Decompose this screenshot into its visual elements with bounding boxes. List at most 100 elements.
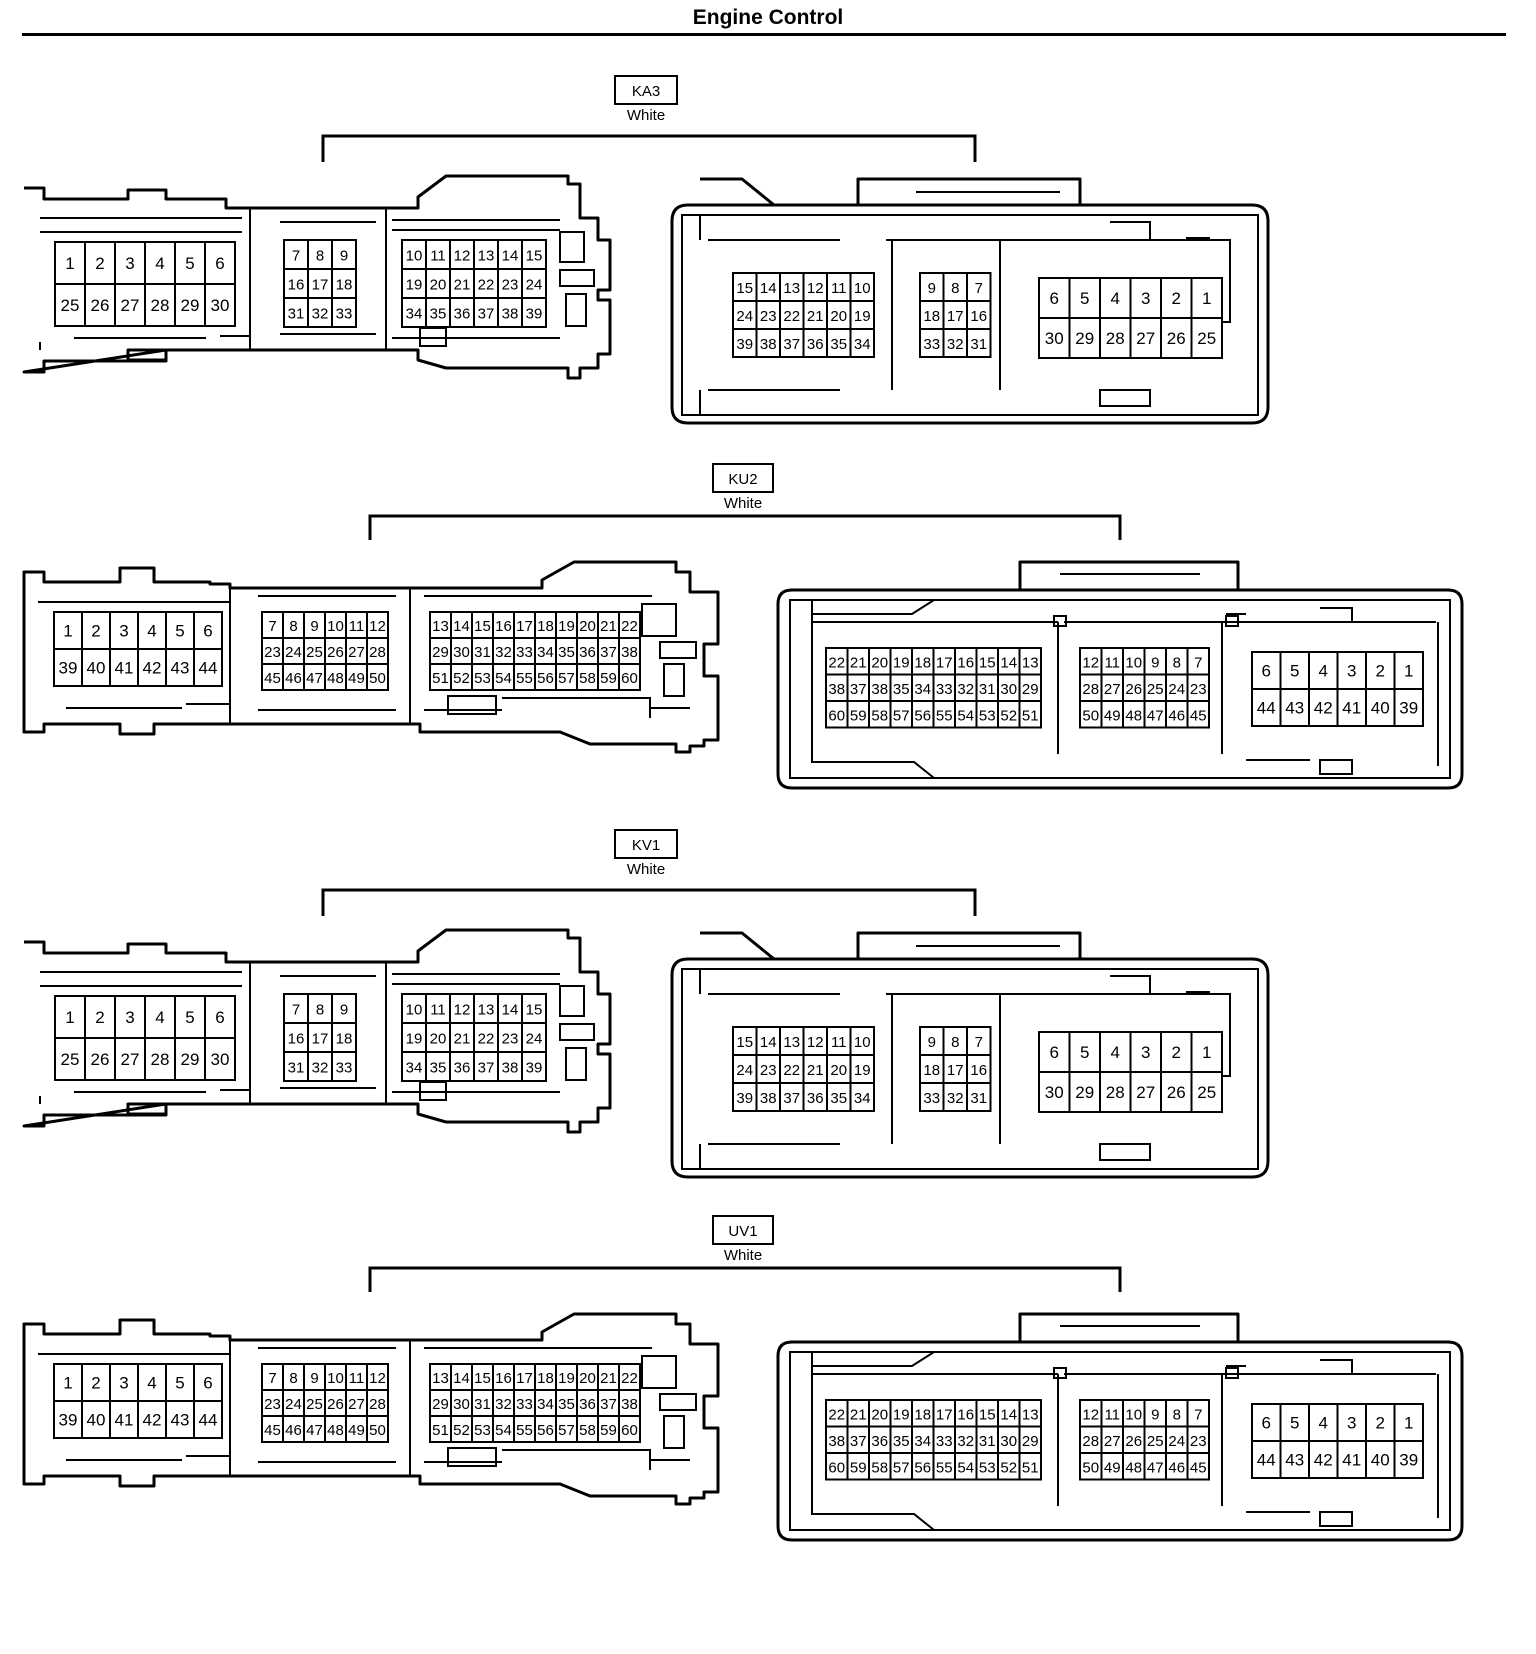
terminal-cell [144,241,176,285]
terminal-number: 60 [828,707,845,724]
terminal-number: 13 [432,618,449,635]
terminal-cell [331,268,357,299]
terminal-number: 9 [310,1370,318,1387]
terminal-cell [193,1363,223,1402]
terminal-number: 51 [1022,1459,1039,1476]
terminal-number: 7 [292,1002,300,1019]
terminal-number: 57 [558,670,575,687]
terminal-cell [204,241,236,285]
terminal-cell [331,1022,357,1053]
terminal-cell [401,1022,427,1053]
terminal-cell [1393,1403,1424,1442]
terminal-number: 51 [1022,707,1039,724]
terminal-number: 34 [854,336,871,353]
terminal-number: 15 [736,280,753,297]
terminal-number: 20 [830,1062,847,1079]
terminal-number: 5 [185,1008,194,1027]
terminal-number: 34 [406,1060,423,1077]
terminal-cell [1279,688,1310,727]
terminal-number: 1 [1202,1043,1211,1062]
terminal-cell [165,648,195,687]
terminal-number: 23 [760,308,777,325]
connector-color-label: White [723,1247,763,1264]
terminal-number: 6 [1262,1414,1271,1433]
terminal-number: 53 [474,1422,491,1439]
terminal-number: 30 [211,1050,230,1069]
terminal-number: 28 [1082,1433,1099,1450]
terminal-number: 11 [1104,1406,1120,1423]
terminal-number: 17 [516,1370,533,1387]
terminal-number: 11 [349,618,365,635]
terminal-number: 21 [454,1031,471,1048]
terminal-cell [521,1051,547,1082]
terminal-cell [174,1037,206,1081]
terminal-number: 3 [1347,1414,1356,1433]
terminal-number: 16 [957,1406,974,1423]
terminal-number: 37 [850,681,867,698]
terminal-number: 21 [600,1370,617,1387]
terminal-number: 36 [871,1433,888,1450]
terminal-number: 10 [406,1002,423,1019]
terminal-number: 27 [1104,1433,1121,1450]
female-housing-detail [38,588,697,724]
terminal-number: 7 [1194,654,1202,671]
terminal-number: 22 [828,1406,845,1423]
terminal-cell [1190,1071,1223,1113]
terminal-cell [473,297,499,328]
terminal-cell [618,663,641,691]
terminal-number: 2 [91,622,100,641]
terminal-cell [1393,651,1424,690]
terminal-number: 4 [1319,662,1328,681]
terminal-number: 43 [171,1411,190,1430]
terminal-number: 3 [125,1008,134,1027]
terminal-number: 36 [579,1396,596,1413]
terminal-number: 5 [175,622,184,641]
terminal-number: 54 [495,1422,512,1439]
terminal-number: 18 [923,1062,940,1079]
terminal-number: 14 [760,280,777,297]
terminal-number: 2 [91,1374,100,1393]
terminal-number: 49 [1104,707,1121,724]
terminal-cell [137,1400,167,1439]
connector-color-label: White [626,107,666,124]
terminal-number: 31 [970,336,987,353]
terminal-number: 20 [871,654,888,671]
terminal-number: 37 [478,1060,495,1077]
terminal-cell [1393,688,1424,727]
terminal-cell [193,1400,223,1439]
terminal-number: 24 [736,1062,753,1079]
terminal-number: 42 [143,659,162,678]
terminal-number: 9 [310,618,318,635]
terminal-cell [1038,277,1071,319]
connector-code-label: UV1 [712,1215,774,1245]
terminal-number: 29 [1075,1083,1094,1102]
terminal-number: 30 [211,296,230,315]
terminal-number: 15 [474,618,491,635]
terminal-number: 9 [340,1002,348,1019]
terminal-number: 5 [1290,1414,1299,1433]
terminal-number: 17 [936,654,953,671]
terminal-number: 23 [1190,681,1207,698]
female-housing-detail [38,1340,697,1476]
terminal-number: 34 [537,1396,554,1413]
terminal-number: 6 [215,1008,224,1027]
terminal-number: 6 [1050,289,1059,308]
terminal-number: 38 [502,306,519,323]
terminal-cell [966,328,992,358]
terminal-number: 9 [1151,1406,1159,1423]
terminal-cell [53,648,83,687]
terminal-number: 53 [474,670,491,687]
terminal-number: 38 [828,1433,845,1450]
connector-color-label: White [626,861,666,878]
terminal-number: 45 [1190,1459,1207,1476]
terminal-number: 26 [1167,329,1186,348]
terminal-number: 7 [975,280,983,297]
terminal-number: 54 [495,670,512,687]
terminal-number: 44 [1257,699,1276,718]
female-housing-detail [39,208,595,350]
terminal-number: 27 [121,1050,140,1069]
terminal-number: 13 [478,248,495,265]
terminal-number: 1 [63,1374,72,1393]
